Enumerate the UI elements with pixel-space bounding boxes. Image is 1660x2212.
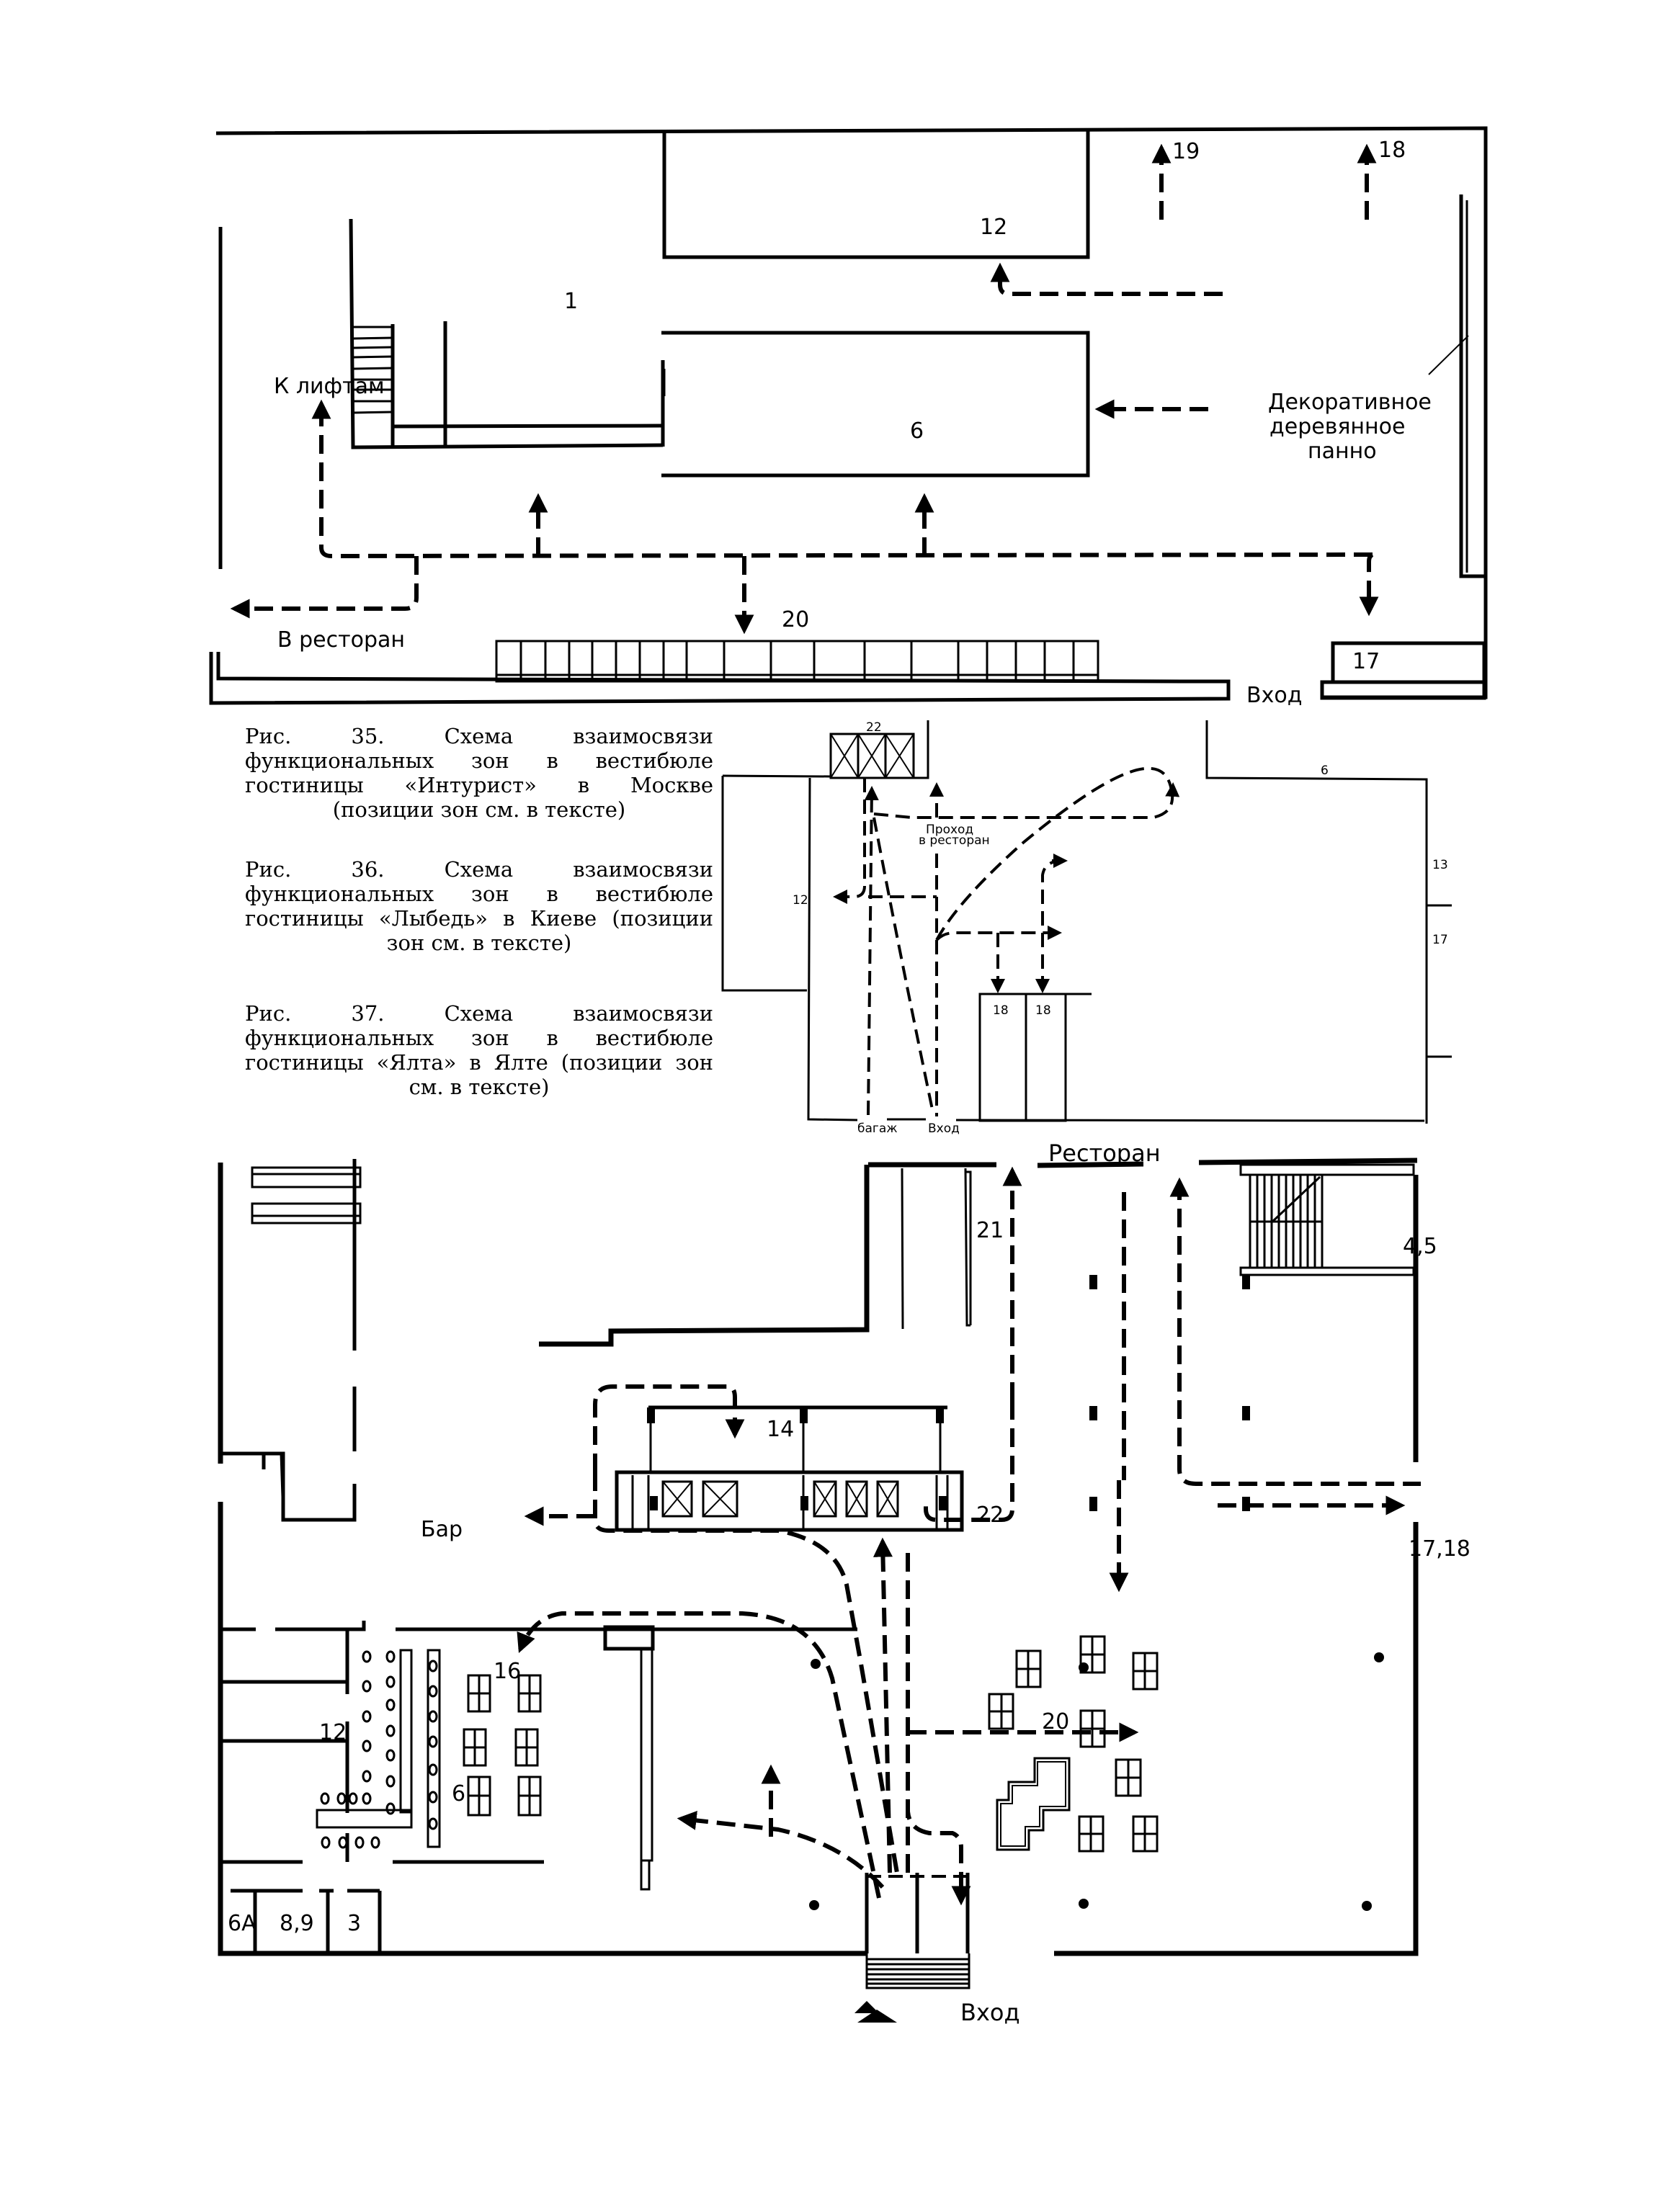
zone-14-label: 14 <box>767 1417 794 1442</box>
zone-13-label: 13 <box>1432 858 1448 872</box>
zone-1-block <box>349 218 664 449</box>
right-wall-lower <box>1054 1522 1419 1956</box>
zone-21-label: 21 <box>976 1218 1004 1243</box>
counter-2 <box>251 1202 362 1224</box>
zone-18a-label: 18 <box>993 1003 1009 1018</box>
zone-18b-box <box>1025 993 1067 1122</box>
zone-17-18-label: 17,18 <box>1409 1536 1471 1562</box>
zone-20-label: 20 <box>782 607 809 632</box>
zone-3-label: 3 <box>347 1911 361 1936</box>
zone-1-label: 1 <box>564 289 578 314</box>
label-passage-2: в ресторан <box>919 833 990 848</box>
label-bar: Бар <box>421 1517 463 1542</box>
zone-19-label: 19 <box>1172 139 1200 164</box>
label-baggage: багаж <box>857 1121 898 1136</box>
label-to-elevators: К лифтам <box>274 374 385 399</box>
label-entrance: Вход <box>928 1121 960 1136</box>
columns <box>650 1275 1384 1911</box>
bar-stools <box>320 1650 438 1849</box>
zone-6-block <box>661 331 1090 478</box>
zone-22-label: 22 <box>866 720 882 735</box>
flow-arrows-36 <box>833 766 1180 1116</box>
figure-37-caption: Рис. 37. Схема взаимосвязи функциональны… <box>245 1001 713 1099</box>
figure-36-caption: Рис. 36. Схема взаимосвязи функциональны… <box>245 857 713 955</box>
zone-20-seating <box>495 640 1099 683</box>
entrance-arrow-icon <box>854 2001 879 2013</box>
label-entrance: Вход <box>1246 683 1302 708</box>
label-decor-panel-3: панно <box>1308 439 1377 464</box>
top-wall-right <box>1198 1158 1418 1165</box>
label-passage-1: Проход <box>926 823 973 837</box>
figure-37-plan: Ресторан Бар Вход 21 4,5 14 22 17,18 12 … <box>218 1139 1471 2026</box>
zone-22-label: 22 <box>976 1503 1004 1528</box>
stair-treads <box>352 326 393 414</box>
zone-8-9-label: 8,9 <box>280 1911 314 1936</box>
zone-6-label: 6 <box>910 418 924 444</box>
lower-left-rooms <box>220 1621 857 1953</box>
label-decor-panel-1: Декоративное <box>1268 390 1432 415</box>
zone-17-label: 17 <box>1352 649 1380 674</box>
zone-18b-label: 18 <box>1035 1003 1051 1018</box>
zone-16-label: 16 <box>494 1659 521 1684</box>
label-decor-panel-2: деревянное <box>1269 414 1405 439</box>
label-restaurant: Ресторан <box>1048 1139 1161 1167</box>
zone-22-elevators <box>829 733 915 779</box>
zone-21-counter <box>964 1168 972 1327</box>
planter <box>996 1757 1071 1851</box>
label-entrance: Вход <box>960 1999 1020 2026</box>
label-to-restaurant: В ресторан <box>277 627 405 653</box>
left-wall-lower <box>218 1502 867 1956</box>
leader-line <box>1428 335 1469 375</box>
zone-6-label: 6 <box>452 1781 465 1806</box>
zone-18-label: 18 <box>1378 138 1406 163</box>
entrance-vestibule <box>854 1873 970 2023</box>
zone-6-label: 6 <box>1321 764 1329 778</box>
figure-35-plan: К лифтам В ресторан Декоративное деревян… <box>209 126 1488 708</box>
staircase-4-5 <box>1239 1163 1415 1276</box>
figure-36-plan: 22 6 12 13 17 18 18 Проход в ресторан ба… <box>721 720 1452 1136</box>
zone-4-5-label: 4,5 <box>1403 1234 1437 1259</box>
zone-21-wall <box>539 1165 870 1347</box>
right-wall <box>1205 720 1428 1124</box>
elevator-bank-22 <box>615 1405 964 1532</box>
decor-panel <box>1459 194 1484 578</box>
zone-12-label: 12 <box>980 215 1007 240</box>
zone-12-room <box>721 776 807 992</box>
flow-arrows-35 <box>230 143 1379 635</box>
lobby-tables <box>463 1635 1159 1853</box>
zone-12-block <box>662 131 1090 259</box>
zone-12-label: 12 <box>319 1720 347 1745</box>
figure-35-caption: Рис. 35. Схема взаимосвязи функциональны… <box>245 724 713 822</box>
zone-17-label: 17 <box>1432 933 1448 947</box>
zone-6A-label: 6А <box>228 1911 256 1936</box>
counter-1 <box>251 1166 362 1188</box>
flow-arrows-37 <box>517 1166 1421 1906</box>
zone-12-label: 12 <box>793 893 808 908</box>
facade <box>209 652 1231 705</box>
zone-20-label: 20 <box>1042 1709 1069 1734</box>
